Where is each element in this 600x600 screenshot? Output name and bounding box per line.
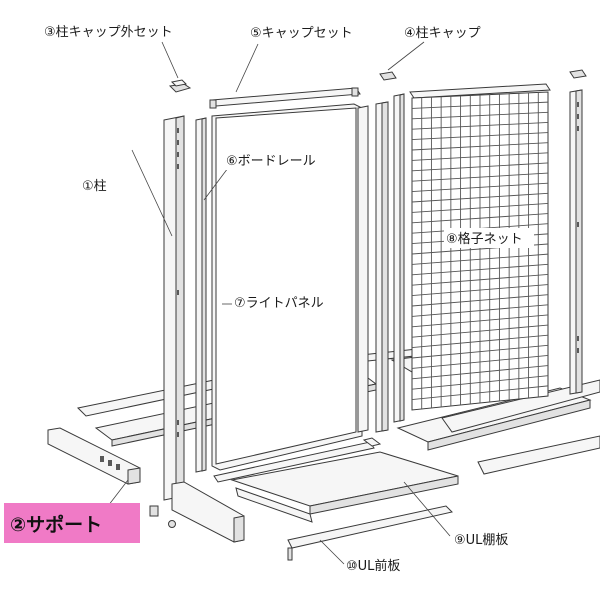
lattice-horizontal-wire [411,314,549,328]
label-pillar: ①柱 [82,179,107,194]
light-panel-part [211,103,363,471]
lattice-horizontal-wire [411,263,549,276]
label-lattice-net-text: ⑧格子ネット [446,231,523,247]
label-pillar-cap: ④柱キャップ [404,26,481,41]
pillar-cap-part [379,71,397,81]
board-rail-left [195,117,207,473]
support-highlight-box [4,503,140,543]
lattice-horizontal-wire [411,182,549,193]
pillar-middle [357,101,389,433]
lattice-horizontal-wire [411,253,549,265]
label-ul-front-board: ⑩UL前板 [346,558,400,574]
lattice-horizontal-wire [411,142,549,151]
label-ul-front-board-text: ⑩UL前板 [346,558,400,574]
support-highlight-label: ②サポート [4,503,140,543]
lattice-horizontal-wire [411,365,549,380]
lattice-horizontal-wire [411,273,549,286]
label-pillar-cap-outer-set-text: ③柱キャップ外セット [44,25,173,40]
lattice-horizontal-wire [411,334,549,349]
pillar-lattice-left [393,93,405,423]
support-part [47,427,141,485]
pillar-cap-right-part [569,69,587,79]
lattice-horizontal-wire [411,121,549,130]
shelf-brackets [213,437,382,483]
label-board-rail-text: ⑥ボードレール [226,154,316,169]
label-ul-shelf: ⑨UL棚板 [454,533,508,548]
lattice-horizontal-wire [411,344,549,359]
lattice-horizontal-wire [411,162,549,172]
lattice-horizontal-wire [411,304,549,317]
lattice-horizontal-wire [411,324,549,338]
lattice-horizontal-wire [411,294,549,307]
label-pillar-text: ①柱 [82,179,107,194]
lattice-horizontal-wire [411,213,549,224]
label-board-rail: ⑥ボードレール [224,150,336,170]
lattice-horizontal-wire [411,203,549,213]
support-highlight-text: ②サポート [10,513,102,536]
lattice-horizontal-wire [411,355,549,369]
support-foot-right [171,481,245,543]
small-fittings [149,505,176,528]
cap-set-part [209,87,361,109]
lattice-horizontal-wire [411,172,549,182]
label-light-panel-text: ⑦ライトパネル [234,296,324,311]
ul-shelf-part [230,451,459,523]
label-cap-set: ⑤キャップセット [250,26,353,41]
pillar-left [163,115,185,501]
lattice-top-rail [409,83,551,99]
label-pillar-cap-text: ④柱キャップ [404,26,481,41]
lattice-horizontal-wire [411,385,549,401]
label-light-panel: ⑦ライトパネル [232,292,344,312]
lattice-horizontal-wire [411,111,549,120]
lattice-horizontal-wire [411,152,549,161]
pillar-far-right [569,89,583,395]
leader-lines [107,41,474,565]
label-cap-set-text: ⑤キャップセット [250,26,353,41]
lattice-net-part [411,91,549,411]
lattice-horizontal-wire [411,284,549,297]
label-pillar-cap-outer-set: ③柱キャップ外セット [44,25,173,40]
lattice-horizontal-wire [411,132,549,141]
ul-front-board-part [287,505,453,561]
label-lattice-net: ⑧格子ネット [444,228,534,248]
label-ul-shelf-text: ⑨UL棚板 [454,533,508,548]
lattice-horizontal-wire [411,192,549,203]
lattice-horizontal-wire [411,375,549,390]
lattice-horizontal-wire [411,101,549,109]
pillar-cap-outer-set-part [168,79,192,93]
